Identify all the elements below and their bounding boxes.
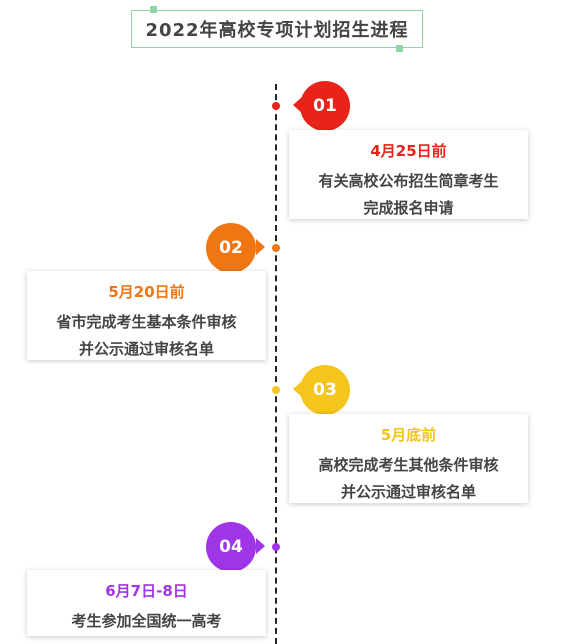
step-badge-3: 03 bbox=[300, 365, 350, 415]
badge-pointer-4 bbox=[256, 538, 265, 554]
step-badge-4: 04 bbox=[206, 522, 256, 572]
timeline-dot-3 bbox=[272, 386, 280, 394]
timeline-line bbox=[275, 84, 277, 644]
title-corner-bottom-right bbox=[396, 45, 403, 52]
page-title: 2022年高校专项计划招生进程 bbox=[131, 10, 423, 48]
step-date-2: 5月20日前 bbox=[108, 283, 185, 301]
title-corner-top-left bbox=[150, 6, 157, 13]
page-title-text: 2022年高校专项计划招生进程 bbox=[145, 20, 409, 41]
step-desc-1-line2: 完成报名申请 bbox=[363, 199, 454, 217]
step-card-1: 4月25日前 有关高校公布招生简章考生 完成报名申请 bbox=[289, 130, 528, 219]
step-number-4: 04 bbox=[219, 537, 243, 557]
step-card-2: 5月20日前 省市完成考生基本条件审核 并公示通过审核名单 bbox=[27, 271, 266, 360]
step-desc-3-line1: 高校完成考生其他条件审核 bbox=[318, 456, 499, 474]
step-date-3: 5月底前 bbox=[380, 426, 437, 444]
step-desc-1-line1: 有关高校公布招生简章考生 bbox=[318, 172, 499, 190]
step-desc-4-line1: 考生参加全国统一高考 bbox=[71, 612, 222, 630]
step-date-4: 6月7日-8日 bbox=[105, 582, 188, 600]
step-card-4: 6月7日-8日 考生参加全国统一高考 bbox=[27, 570, 266, 636]
step-desc-3-line2: 并公示通过审核名单 bbox=[340, 483, 476, 501]
step-badge-1: 01 bbox=[300, 81, 350, 131]
step-desc-2-line2: 并公示通过审核名单 bbox=[78, 340, 214, 358]
step-number-2: 02 bbox=[219, 238, 243, 258]
timeline-dot-1 bbox=[272, 102, 280, 110]
step-date-1: 4月25日前 bbox=[370, 142, 447, 160]
step-desc-2-line1: 省市完成考生基本条件审核 bbox=[56, 313, 237, 331]
step-number-1: 01 bbox=[313, 96, 337, 116]
step-number-3: 03 bbox=[313, 380, 337, 400]
step-badge-2: 02 bbox=[206, 223, 256, 273]
badge-pointer-3 bbox=[293, 381, 302, 397]
timeline-dot-2 bbox=[272, 244, 280, 252]
badge-pointer-1 bbox=[293, 97, 302, 113]
step-card-3: 5月底前 高校完成考生其他条件审核 并公示通过审核名单 bbox=[289, 414, 528, 503]
timeline-dot-4 bbox=[272, 543, 280, 551]
badge-pointer-2 bbox=[256, 239, 265, 255]
